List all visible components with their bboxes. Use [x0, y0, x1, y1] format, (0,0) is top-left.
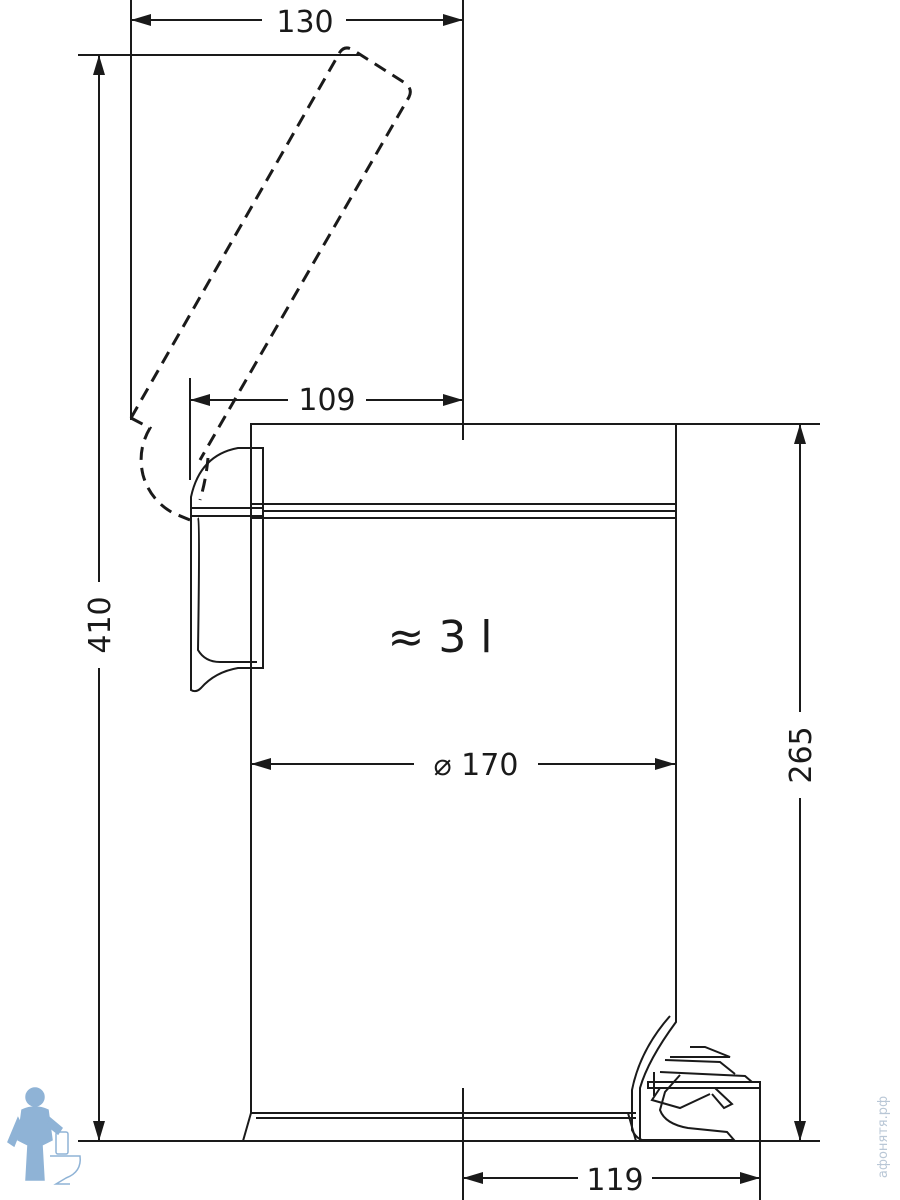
- rear-hinge-handle: [190, 447, 264, 693]
- bin-body: [250, 518, 677, 1113]
- dim-text-109: 109: [298, 383, 355, 418]
- capacity-label: ≈ 3 l: [387, 612, 492, 663]
- open-lid-outline: [129, 46, 412, 522]
- dim-text-diameter-170: ⌀ 170: [434, 748, 519, 783]
- dim-text-119: 119: [586, 1163, 643, 1198]
- watermark-site-text: афонятя.рф: [876, 1096, 891, 1178]
- watermark: афонятя.рф: [7, 1087, 891, 1185]
- foot-pedal: [631, 1008, 761, 1141]
- dim-text-130: 130: [276, 5, 333, 40]
- dim-text-265: 265: [784, 726, 819, 783]
- plumber-logo-icon: [7, 1087, 81, 1185]
- dim-text-410: 410: [83, 596, 118, 653]
